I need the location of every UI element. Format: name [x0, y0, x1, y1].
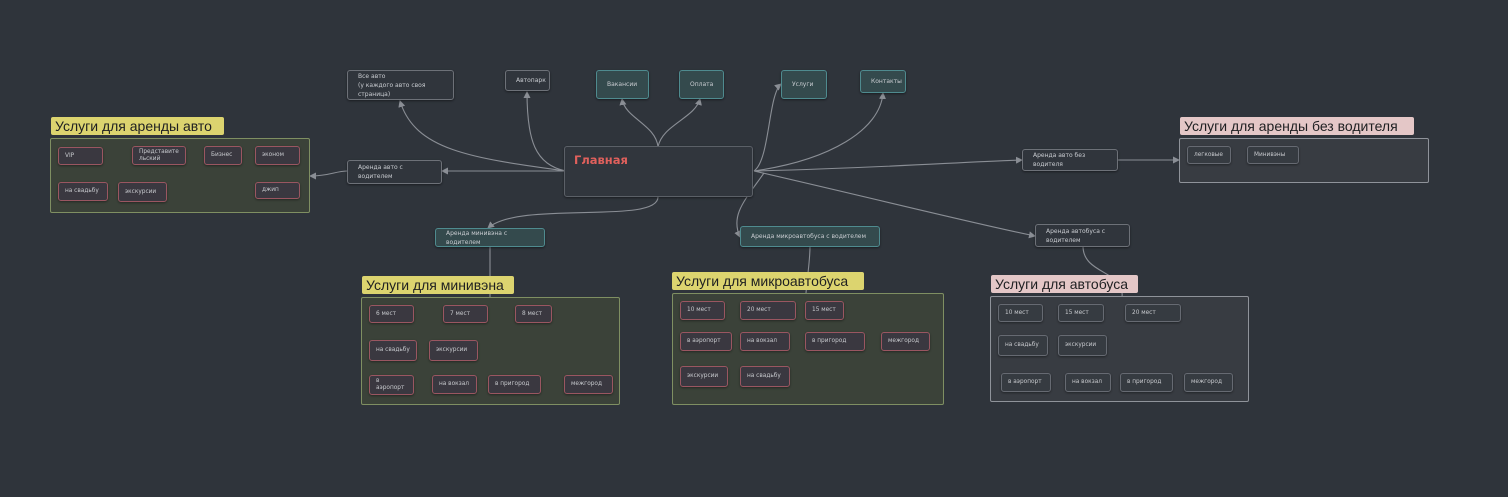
group-title-microbus: Услуги для микроавтобуса: [672, 272, 864, 290]
node-vacancies[interactable]: Вакансии: [596, 70, 649, 99]
chip-airport[interactable]: в аэропорт: [369, 375, 414, 395]
chip-station[interactable]: на вокзал: [432, 375, 477, 394]
chip-wedding[interactable]: на свадьбу: [740, 366, 790, 387]
link-car-group: [309, 170, 349, 180]
chip-intercity[interactable]: межгород: [881, 332, 930, 351]
chip-station[interactable]: на вокзал: [740, 332, 790, 351]
node-fleet[interactable]: Автопарк: [505, 70, 550, 91]
chip-6-seats[interactable]: 6 мест: [369, 305, 414, 323]
chip-cars[interactable]: легковые: [1187, 146, 1231, 164]
chip-wedding[interactable]: на свадьбу: [58, 182, 108, 201]
group-title-car-rental: Услуги для аренды авто: [51, 117, 224, 135]
link-fleet: [523, 91, 567, 172]
chip-15-seats[interactable]: 15 мест: [805, 301, 844, 320]
chip-representative[interactable]: Представите льский: [132, 146, 186, 165]
node-payment[interactable]: Оплата: [679, 70, 724, 99]
chip-intercity[interactable]: межгород: [564, 375, 613, 394]
chip-airport[interactable]: в аэропорт: [680, 332, 732, 351]
node-contacts[interactable]: Контакты: [860, 70, 906, 93]
chip-10-seats[interactable]: 10 мест: [680, 301, 725, 320]
chip-suburb[interactable]: в пригород: [488, 375, 541, 394]
chip-intercity[interactable]: межгород: [1184, 373, 1233, 392]
node-minivan-with-driver[interactable]: Аренда минивэна с водителем: [435, 228, 545, 247]
central-node[interactable]: Главная: [564, 146, 753, 197]
chip-suburb[interactable]: в пригород: [1120, 373, 1173, 392]
node-services[interactable]: Услуги: [781, 70, 827, 99]
link-minivan: [487, 196, 659, 229]
chip-vip[interactable]: VIP: [58, 147, 103, 165]
chip-wedding[interactable]: на свадьбу: [369, 340, 417, 361]
node-car-with-driver[interactable]: Аренда авто с водителем: [347, 160, 442, 184]
chip-minivans[interactable]: Минивэны: [1247, 146, 1299, 164]
node-all-cars[interactable]: Все авто (у каждого авто своя страница): [347, 70, 454, 100]
link-all-cars: [398, 100, 567, 172]
chip-business[interactable]: Бизнес: [204, 146, 242, 165]
group-title-minivan: Услуги для минивэна: [362, 276, 514, 294]
link-payment: [657, 98, 702, 148]
chip-excursions[interactable]: экскурсии: [118, 182, 167, 202]
link-services: [753, 83, 782, 172]
chip-jeep[interactable]: джип: [255, 182, 300, 199]
chip-economy[interactable]: эконом: [255, 146, 300, 165]
chip-station[interactable]: на вокзал: [1065, 373, 1111, 392]
chip-8-seats[interactable]: 8 мест: [515, 305, 552, 323]
node-microbus-with-driver[interactable]: Аренда микроавтобуса с водителем: [740, 226, 880, 247]
chip-suburb[interactable]: в пригород: [805, 332, 865, 351]
chip-20-seats[interactable]: 20 мест: [740, 301, 796, 320]
link-microbus: [734, 172, 765, 238]
link-bus: [753, 170, 1036, 239]
node-car-without-driver[interactable]: Аренда авто без водителя: [1022, 149, 1118, 171]
chip-airport[interactable]: в аэропорт: [1001, 373, 1051, 392]
node-bus-with-driver[interactable]: Аренда автобуса с водителем: [1035, 224, 1130, 247]
chip-10-seats[interactable]: 10 мест: [998, 304, 1043, 322]
group-title-bus: Услуги для автобуса: [991, 275, 1138, 293]
link-without-driver: [753, 156, 1023, 172]
link-vacancies: [619, 98, 659, 148]
chip-excursions[interactable]: экскурсии: [680, 366, 728, 387]
chip-7-seats[interactable]: 7 мест: [443, 305, 488, 323]
group-title-no-driver: Услуги для аренды без водителя: [1180, 117, 1414, 135]
chip-15-seats[interactable]: 15 мест: [1058, 304, 1104, 322]
link-contacts: [753, 92, 886, 172]
chip-wedding[interactable]: на свадьбу: [998, 335, 1048, 356]
chip-excursions[interactable]: экскурсии: [429, 340, 478, 361]
chip-excursions[interactable]: экскурсии: [1058, 335, 1107, 356]
chip-20-seats[interactable]: 20 мест: [1125, 304, 1181, 322]
